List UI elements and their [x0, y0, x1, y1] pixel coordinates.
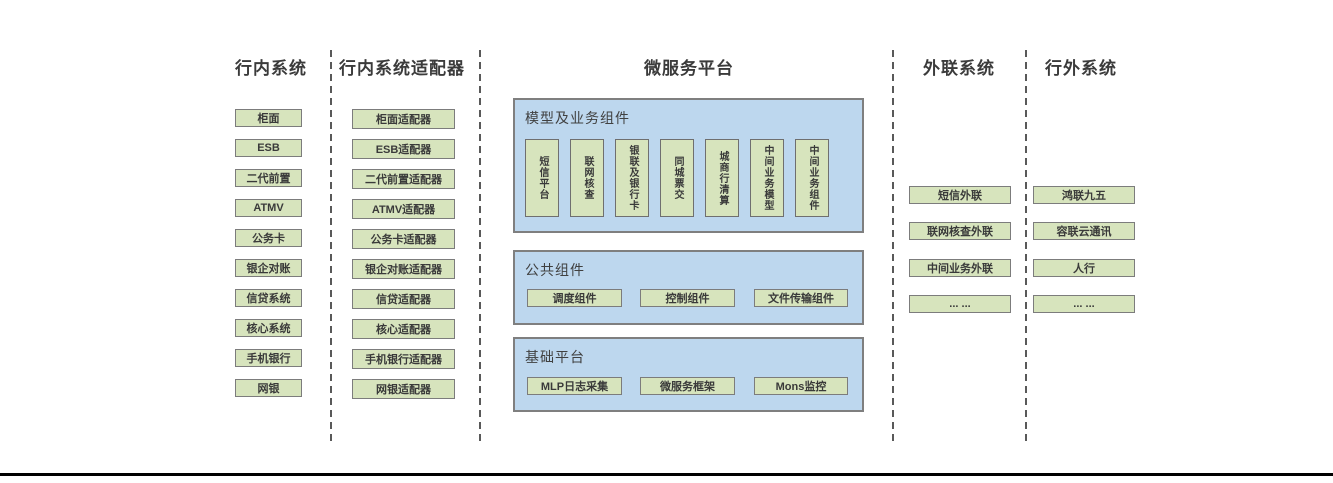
- lane-divider: [1025, 50, 1027, 445]
- internal-system-box: 手机银行: [235, 349, 302, 367]
- bottom-divider-line: [0, 473, 1333, 476]
- adapter-box: 公务卡适配器: [352, 229, 455, 249]
- component-box: 微服务框架: [640, 377, 735, 395]
- internal-system-box: 信贷系统: [235, 289, 302, 307]
- internal-system-box: 网银: [235, 379, 302, 397]
- outreach-system-box: 短信外联: [909, 186, 1011, 204]
- internal-system-box: 核心系统: [235, 319, 302, 337]
- lane-divider: [892, 50, 894, 445]
- lane-title-adapters: 行内系统适配器: [339, 59, 465, 78]
- component-label: 联网核查: [582, 156, 593, 200]
- adapter-box: 银企对账适配器: [352, 259, 455, 279]
- vertical-component-row: 短信平台 联网核查 银联及银行卡 同城票交 城商行清算 中间业务模型 中间业务组…: [525, 139, 829, 217]
- panel-common-components: 公共组件 调度组件 控制组件 文件传输组件: [513, 250, 864, 325]
- panel-title: 公共组件: [525, 262, 585, 278]
- component-box: 联网核查: [570, 139, 604, 217]
- component-box: 文件传输组件: [754, 289, 848, 307]
- outreach-system-box: ... ...: [909, 295, 1011, 313]
- component-box: 银联及银行卡: [615, 139, 649, 217]
- internal-system-box: 公务卡: [235, 229, 302, 247]
- lane-divider: [479, 50, 481, 445]
- panel-title: 模型及业务组件: [525, 110, 630, 126]
- component-box: 控制组件: [640, 289, 735, 307]
- external-system-box: 人行: [1033, 259, 1135, 277]
- outreach-system-box: 联网核查外联: [909, 222, 1011, 240]
- component-box: 中间业务组件: [795, 139, 829, 217]
- component-box: 城商行清算: [705, 139, 739, 217]
- component-label: 中间业务组件: [807, 145, 818, 211]
- internal-system-box: 柜面: [235, 109, 302, 127]
- internal-system-box: 银企对账: [235, 259, 302, 277]
- component-label: 银联及银行卡: [627, 145, 638, 211]
- adapter-box: ATMV适配器: [352, 199, 455, 219]
- lane-title-platform: 微服务平台: [644, 59, 734, 78]
- panel-base-platform: 基础平台 MLP日志采集 微服务框架 Mons监控: [513, 337, 864, 412]
- internal-system-box: 二代前置: [235, 169, 302, 187]
- component-box: 调度组件: [527, 289, 622, 307]
- component-box: 同城票交: [660, 139, 694, 217]
- external-system-box: 容联云通讯: [1033, 222, 1135, 240]
- component-box: 短信平台: [525, 139, 559, 217]
- panel-title: 基础平台: [525, 349, 585, 365]
- adapter-box: 网银适配器: [352, 379, 455, 399]
- lane-title-internal: 行内系统: [235, 59, 307, 78]
- panel-model-business-components: 模型及业务组件 短信平台 联网核查 银联及银行卡 同城票交 城商行清算 中间业务…: [513, 98, 864, 233]
- outreach-system-box: 中间业务外联: [909, 259, 1011, 277]
- adapter-box: 信贷适配器: [352, 289, 455, 309]
- external-system-box: 鸿联九五: [1033, 186, 1135, 204]
- component-label: 同城票交: [672, 156, 683, 200]
- component-label: 短信平台: [537, 156, 548, 200]
- lane-title-outreach: 外联系统: [923, 59, 995, 78]
- adapter-box: 手机银行适配器: [352, 349, 455, 369]
- adapter-box: 柜面适配器: [352, 109, 455, 129]
- component-box: 中间业务模型: [750, 139, 784, 217]
- component-label: 中间业务模型: [762, 145, 773, 211]
- internal-system-box: ATMV: [235, 199, 302, 217]
- internal-system-box: ESB: [235, 139, 302, 157]
- adapter-box: 核心适配器: [352, 319, 455, 339]
- lane-divider: [330, 50, 332, 445]
- external-system-box: ... ...: [1033, 295, 1135, 313]
- component-box: MLP日志采集: [527, 377, 622, 395]
- adapter-box: ESB适配器: [352, 139, 455, 159]
- component-box: Mons监控: [754, 377, 848, 395]
- component-label: 城商行清算: [717, 150, 728, 206]
- lane-title-external: 行外系统: [1045, 59, 1117, 78]
- adapter-box: 二代前置适配器: [352, 169, 455, 189]
